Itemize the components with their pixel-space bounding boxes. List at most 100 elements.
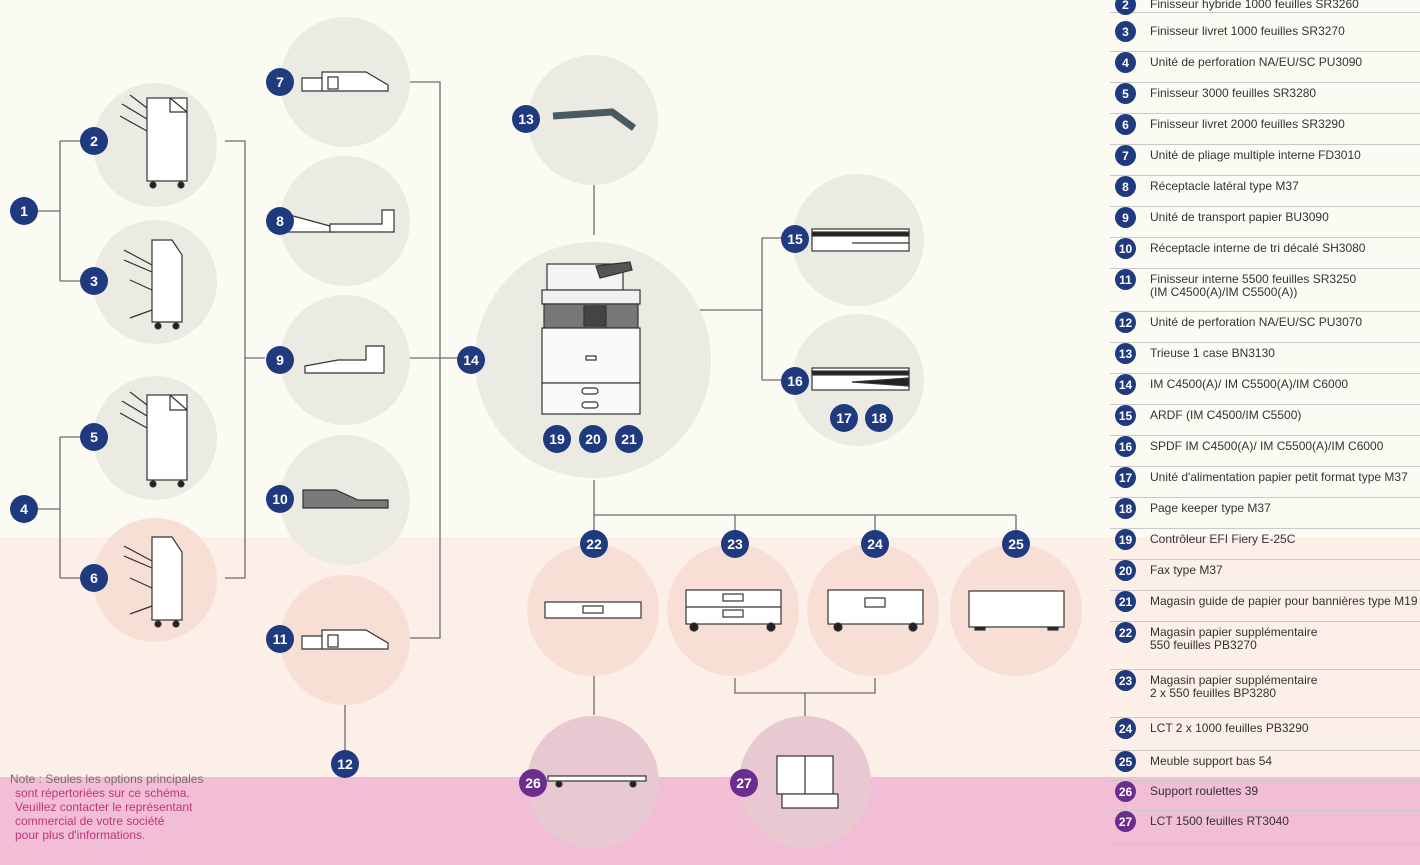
legend-label: Contrôleur EFI Fiery E-25C bbox=[1150, 532, 1296, 546]
badge-8: 8 bbox=[266, 207, 294, 235]
legend-badge: 19 bbox=[1115, 529, 1136, 550]
legend-badge: 26 bbox=[1115, 781, 1136, 802]
svg-text:6: 6 bbox=[90, 570, 98, 586]
legend-badge: 17 bbox=[1115, 467, 1136, 488]
device-illustrations bbox=[119, 71, 1065, 809]
legend-badge: 22 bbox=[1115, 622, 1136, 643]
cabinet-25-icon bbox=[968, 590, 1065, 631]
circle-13 bbox=[528, 55, 658, 185]
legend-label: Unité de transport papier BU3090 bbox=[1150, 210, 1329, 224]
badge-11: 11 bbox=[266, 625, 294, 653]
badge-3: 3 bbox=[80, 267, 108, 295]
legend-label: Finisseur hybride 1000 feuilles SR3260 bbox=[1150, 0, 1359, 11]
legend-label: Finisseur 3000 feuilles SR3280 bbox=[1150, 86, 1317, 100]
badge-23: 23 bbox=[721, 530, 749, 558]
finisher-5-icon bbox=[119, 391, 188, 488]
badge-4: 4 bbox=[10, 495, 38, 523]
badge-14: 14 bbox=[457, 346, 485, 374]
svg-text:15: 15 bbox=[787, 231, 803, 247]
legend-item-14: 14 IM C4500(A)/ IM C5500(A)/IM C6000 bbox=[1110, 374, 1420, 405]
legend-badge: 8 bbox=[1115, 176, 1136, 197]
badge-2: 2 bbox=[80, 127, 108, 155]
svg-text:17: 17 bbox=[836, 410, 852, 426]
badge-22: 22 bbox=[580, 530, 608, 558]
badge-21: 21 bbox=[615, 425, 643, 453]
legend-badge: 25 bbox=[1115, 751, 1136, 772]
badge-10: 10 bbox=[266, 485, 294, 513]
badge-6: 6 bbox=[80, 564, 108, 592]
legend-badge: 14 bbox=[1115, 374, 1136, 395]
legend-label: Finisseur interne 5500 feuilles SR3250 (… bbox=[1150, 272, 1357, 299]
svg-text:2: 2 bbox=[90, 133, 98, 149]
circle-26 bbox=[527, 716, 659, 848]
svg-text:11: 11 bbox=[273, 631, 288, 647]
svg-text:26: 26 bbox=[525, 775, 541, 791]
legend-badge: 7 bbox=[1115, 145, 1136, 166]
legend-label: Unité de perforation NA/EU/SC PU3090 bbox=[1150, 55, 1363, 69]
ardf-15-icon bbox=[811, 228, 910, 252]
legend-label: Page keeper type M37 bbox=[1150, 501, 1271, 515]
finisher-11-icon bbox=[301, 629, 389, 650]
badge-24: 24 bbox=[861, 530, 889, 558]
lct-27-icon bbox=[776, 755, 839, 809]
badge-1: 1 bbox=[10, 197, 38, 225]
configuration-diagram: 1 2 3 4 5 6 7 8 9 10 11 12 13 14 15 16 1… bbox=[10, 17, 1082, 848]
background-pink-band bbox=[0, 777, 1420, 865]
options-legend: 2 Finisseur hybride 1000 feuilles SR3260 3… bbox=[1110, 0, 1420, 865]
svg-text:12: 12 bbox=[337, 756, 353, 772]
svg-text:7: 7 bbox=[276, 74, 284, 90]
legend-label: Magasin papier supplémentaire 550 feuill… bbox=[1150, 625, 1318, 652]
spdf-16-icon bbox=[811, 367, 910, 391]
legend-label: Finisseur livret 1000 feuilles SR3270 bbox=[1150, 24, 1345, 38]
svg-text:5: 5 bbox=[90, 429, 98, 445]
legend-label: IM C4500(A)/ IM C5500(A)/IM C6000 bbox=[1150, 377, 1349, 391]
paper-tray-22-icon bbox=[544, 601, 642, 619]
svg-text:4: 4 bbox=[20, 501, 28, 517]
legend-label: Trieuse 1 case BN3130 bbox=[1150, 346, 1275, 360]
legend-label: Unité de perforation NA/EU/SC PU3070 bbox=[1150, 315, 1363, 329]
legend-badge: 6 bbox=[1115, 114, 1136, 135]
badge-7: 7 bbox=[266, 68, 294, 96]
mfp-14-icon bbox=[541, 261, 641, 415]
legend-badge: 2 bbox=[1115, 0, 1136, 15]
legend-label: ARDF (IM C4500/IM C5500) bbox=[1150, 408, 1302, 422]
svg-text:16: 16 bbox=[787, 373, 803, 389]
paper-tray-23-icon bbox=[685, 589, 782, 632]
badge-18: 18 bbox=[865, 404, 893, 432]
legend-badge: 23 bbox=[1115, 670, 1136, 691]
badge-26: 26 bbox=[519, 769, 547, 797]
legend-label: Support roulettes 39 bbox=[1150, 784, 1259, 798]
badge-25: 25 bbox=[1002, 530, 1030, 558]
badge-12: 12 bbox=[331, 750, 359, 778]
badge-5: 5 bbox=[80, 423, 108, 451]
footnote-first-line: Note : Seules les options principales bbox=[10, 772, 204, 786]
legend-badge: 18 bbox=[1115, 498, 1136, 519]
side-tray-8-icon bbox=[281, 209, 395, 233]
legend-label: Magasin guide de papier pour bannières t… bbox=[1150, 594, 1418, 608]
svg-text:8: 8 bbox=[276, 213, 284, 229]
caster-table-26-icon bbox=[547, 775, 647, 788]
svg-text:22: 22 bbox=[586, 536, 602, 552]
badge-13: 13 bbox=[512, 105, 540, 133]
legend-item-11: 11 Finisseur interne 5500 feuilles SR3250… bbox=[1110, 269, 1420, 312]
legend-label: LCT 2 x 1000 feuilles PB3290 bbox=[1150, 721, 1309, 735]
finisher-3-icon bbox=[123, 239, 183, 330]
legend-badge: 11 bbox=[1115, 269, 1136, 290]
legend-item-18: 18 Page keeper type M37 bbox=[1110, 498, 1420, 529]
diagram-badges: 1 2 3 4 5 6 7 8 9 10 11 12 13 14 15 16 1… bbox=[10, 68, 1030, 797]
badge-17: 17 bbox=[830, 404, 858, 432]
legend-badge: 15 bbox=[1115, 405, 1136, 426]
legend-label: Fax type M37 bbox=[1150, 563, 1223, 577]
footnote-body: sont répertoriées sur ce schéma. Veuille… bbox=[15, 786, 193, 842]
